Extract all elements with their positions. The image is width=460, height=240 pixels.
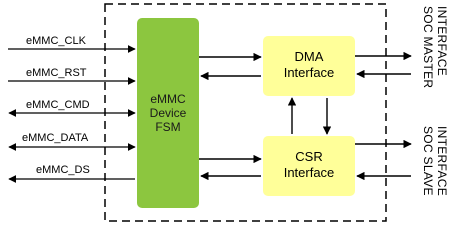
signal-label-2: eMMC_CMD	[26, 99, 90, 111]
signal-1: eMMC_RST	[8, 67, 136, 85]
signal-0: eMMC_CLK	[8, 35, 136, 53]
emmc-block-diagram: eMMC Device FSM DMA Interface CSR Interf…	[8, 3, 449, 222]
signal-2: eMMC_CMD	[8, 99, 136, 117]
master-label-1: SOC MASTER	[421, 6, 435, 88]
signal-3: eMMC_DATA	[8, 132, 136, 151]
signal-label-3: eMMC_DATA	[22, 132, 89, 144]
csr-label-2: Interface	[284, 165, 335, 180]
slave-label-2: INTERFACE	[435, 126, 449, 196]
signal-4: eMMC_DS	[8, 164, 135, 183]
fsm-label-2: Device	[150, 106, 187, 120]
csr-label-1: CSR	[295, 149, 322, 164]
fsm-label-3: FSM	[155, 120, 180, 134]
signal-label-0: eMMC_CLK	[26, 35, 87, 47]
fsm-block	[137, 18, 199, 208]
dma-label-1: DMA	[295, 49, 324, 64]
csr-block	[263, 136, 355, 196]
signal-label-4: eMMC_DS	[36, 164, 90, 176]
signal-label-1: eMMC_RST	[26, 67, 87, 79]
fsm-label-1: eMMC	[150, 92, 186, 106]
dma-label-2: Interface	[284, 65, 335, 80]
master-label-2: INTERFACE	[435, 6, 449, 76]
slave-label-1: SOC SLAVE	[421, 126, 435, 196]
dma-block	[263, 36, 355, 96]
